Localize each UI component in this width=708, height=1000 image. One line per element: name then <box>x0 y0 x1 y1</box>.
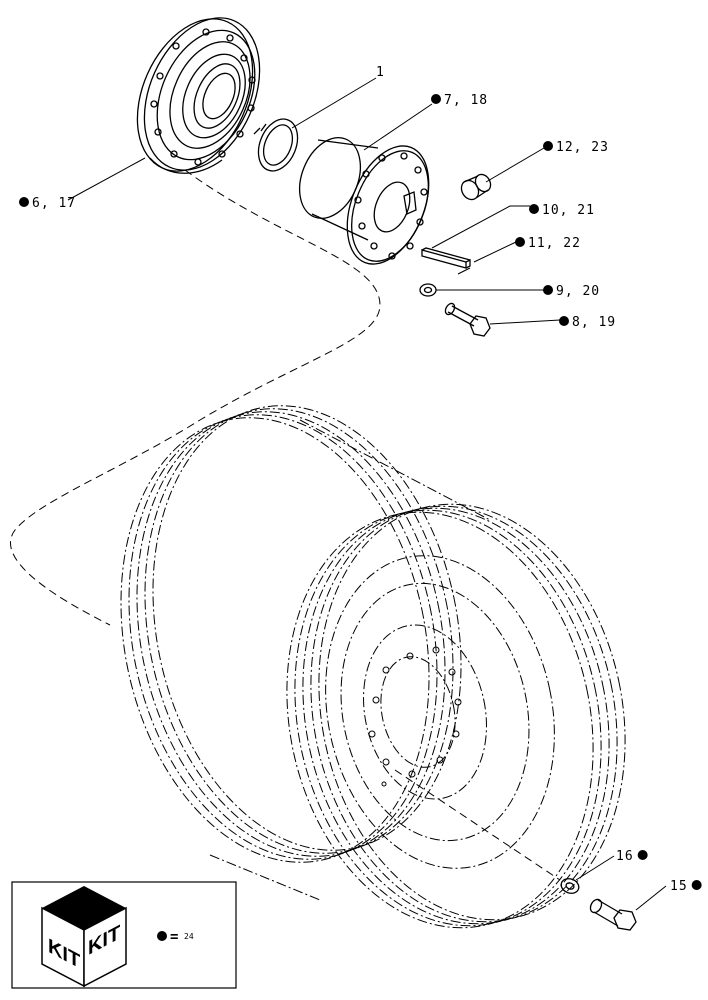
leader-lines <box>67 77 667 911</box>
callout-label-c6: 6, 17 <box>32 196 76 211</box>
legend-equals: = <box>170 929 178 945</box>
callout-label-c8: 8, 19 <box>572 315 616 330</box>
assembly-path-line <box>10 169 381 626</box>
callout-label-c1: 1 <box>376 65 385 80</box>
legend-value: 24 <box>184 932 194 941</box>
callout-label-c9: 9, 20 <box>556 284 600 299</box>
callout-bullet-icon <box>691 880 702 890</box>
callout-labels: 1 7, 18 12, 23 10, 21 11, 22 9, 20 8, 19 6, 17 1… <box>19 65 702 894</box>
callout-bullet-icon <box>431 94 441 104</box>
wheel-rim <box>120 405 626 929</box>
wheel-bolt-part <box>589 898 637 931</box>
kit-legend-box: KIT KIT = 24 <box>11 881 237 989</box>
hub-bearing-part <box>136 17 261 174</box>
callout-bullet-icon <box>637 850 648 860</box>
bolt-part <box>444 302 491 337</box>
callout-bullet-icon <box>19 197 29 207</box>
washer-part <box>419 283 437 297</box>
wheel-bolt-path-line <box>394 769 561 881</box>
callout-label-c15: 15 <box>670 879 688 894</box>
wheel-washer-part <box>560 878 580 894</box>
retaining-ring-part <box>253 118 299 172</box>
leader-8-19 <box>489 319 561 325</box>
leader-1 <box>291 77 377 129</box>
leader-15 <box>635 885 667 911</box>
callout-label-c11: 11, 22 <box>528 236 581 251</box>
pin-part <box>457 267 471 275</box>
callout-bullet-icon <box>529 204 539 214</box>
callout-bullet-icon <box>515 237 525 247</box>
bushing-part <box>460 173 492 201</box>
leader-6-17 <box>67 157 146 201</box>
leader-12-23 <box>485 147 545 183</box>
callout-label-c12: 12, 23 <box>556 140 609 155</box>
leader-16 <box>575 855 615 881</box>
callout-label-c16: 16 <box>616 849 634 864</box>
callout-bullet-icon <box>543 285 553 295</box>
leader-11-22 <box>473 241 517 263</box>
flange-sleeve-part <box>298 137 430 265</box>
callout-label-c10: 10, 21 <box>542 203 595 218</box>
leader-7-18 <box>363 103 433 151</box>
callout-label-c7: 7, 18 <box>444 93 488 108</box>
wheel-bolt-holes <box>368 646 462 787</box>
key-part <box>421 247 471 269</box>
kit-cube-icon: KIT KIT <box>41 886 127 988</box>
callout-bullet-icon <box>559 316 569 326</box>
leader-10-21 <box>431 205 530 249</box>
callout-bullet-icon <box>543 141 553 151</box>
legend-bullet-icon <box>157 931 167 941</box>
